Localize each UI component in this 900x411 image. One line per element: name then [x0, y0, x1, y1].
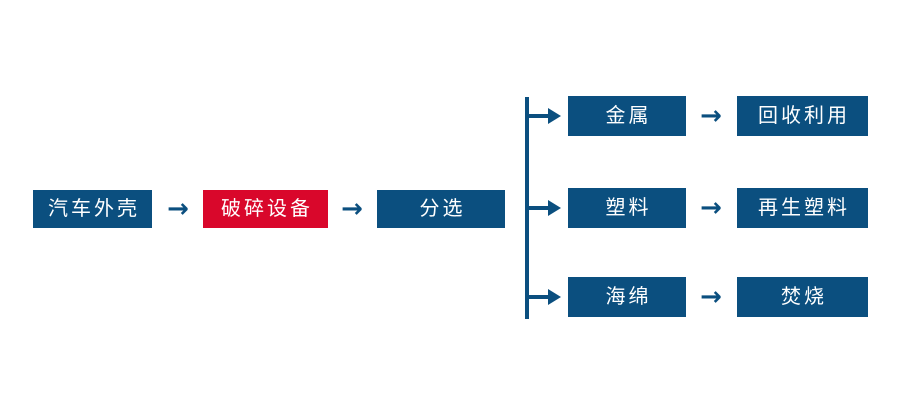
- node-material-metal[interactable]: 金属: [568, 96, 686, 136]
- node-sorting[interactable]: 分选: [377, 190, 505, 228]
- branch-stem-3: [525, 295, 550, 299]
- branch-stem-1: [525, 114, 550, 118]
- node-outcome-incineration[interactable]: 焚烧: [737, 277, 868, 317]
- arrow-right-icon-main-2: →: [341, 194, 363, 224]
- node-outcome-recycled-plastic[interactable]: 再生塑料: [737, 188, 868, 228]
- node-outcome-recycle-reuse[interactable]: 回收利用: [737, 96, 868, 136]
- arrow-right-icon-main-1: →: [167, 194, 189, 224]
- branch-stem-2: [525, 206, 550, 210]
- branch-arrow-icon-3: [548, 289, 561, 305]
- node-car-shell[interactable]: 汽车外壳: [33, 190, 152, 228]
- branch-arrow-icon-2: [548, 200, 561, 216]
- arrow-right-icon-branch-3: →: [700, 282, 722, 312]
- node-material-sponge[interactable]: 海绵: [568, 277, 686, 317]
- branch-arrow-icon-1: [548, 108, 561, 124]
- node-crushing-equipment[interactable]: 破碎设备: [203, 190, 328, 228]
- arrow-right-icon-branch-2: →: [700, 193, 722, 223]
- node-material-plastic[interactable]: 塑料: [568, 188, 686, 228]
- arrow-right-icon-branch-1: →: [700, 101, 722, 131]
